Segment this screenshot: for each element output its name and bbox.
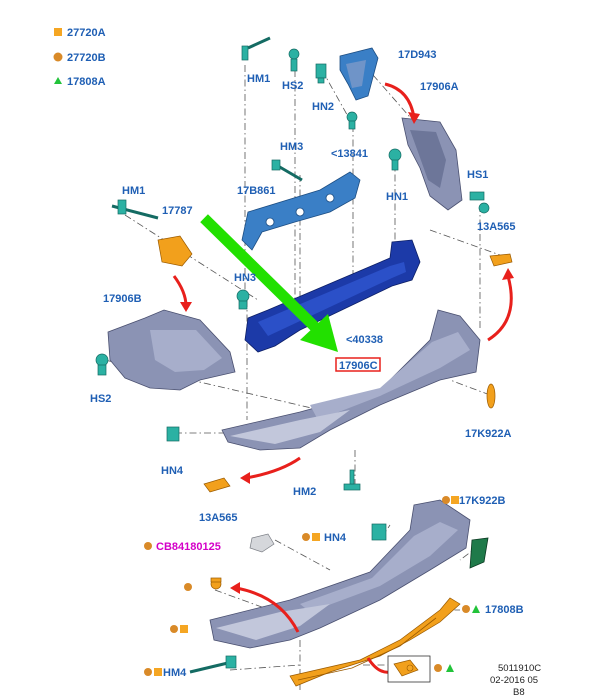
part-13a565-right-icon [489, 253, 513, 267]
label-13841: <13841 [331, 148, 368, 160]
marker-circle-icon [462, 605, 470, 613]
legend-triangle-icon [54, 77, 62, 84]
hm1-left-bolt-icon [111, 199, 159, 220]
label-hm1-top: HM1 [247, 73, 270, 85]
legend-circle-icon [53, 52, 63, 62]
legend: 27720A 27720B 17808A [53, 27, 106, 88]
hn4-lower-clip-icon [371, 523, 387, 541]
marker-circle-icon [184, 583, 192, 591]
hm3-bolt-icon [271, 159, 303, 182]
marker-circle-icon [442, 496, 450, 504]
label-hs1: HS1 [467, 169, 488, 181]
red-arrows-upper [172, 82, 514, 484]
green-pointer-arrow-icon [200, 214, 338, 352]
label-hn2: HN2 [312, 101, 334, 113]
label-hn4-lower: HN4 [324, 532, 347, 544]
lower-orange-clip-icon [210, 577, 222, 590]
marker-square-icon [180, 625, 188, 633]
part-13a565-left-icon [203, 477, 231, 493]
hm2-bolt-icon [343, 469, 361, 491]
label-17k922a: 17K922A [465, 428, 512, 440]
marker-circle-icon [434, 664, 442, 672]
clip-cb84180125-icon [249, 533, 275, 553]
reflector-17k922b-icon [469, 537, 489, 569]
hn2-clip-icon [315, 63, 327, 84]
marker-square-icon [154, 668, 162, 676]
marker-square-icon [451, 496, 459, 504]
label-17d943: 17D943 [398, 49, 437, 61]
footer-line2: 02-2016 05 [490, 675, 538, 686]
label-17906c: 17906C [339, 360, 378, 372]
label-hs2-top: HS2 [282, 80, 303, 92]
marker-circle-icon [144, 542, 152, 550]
label-17b861: 17B861 [237, 185, 276, 197]
label-hm3: HM3 [280, 141, 303, 153]
label-cb84180125: CB84180125 [156, 541, 221, 553]
legend-square-icon [54, 28, 62, 36]
label-17906b: 17906B [103, 293, 142, 305]
fascia-corner-17906a-icon [401, 117, 463, 211]
detail-box [387, 655, 431, 683]
label-hm4: HM4 [163, 667, 187, 679]
footer-code: 5011910C 02-2016 05 B8 [490, 663, 541, 698]
arrow-13a565-left-icon [245, 456, 301, 480]
label-40338: <40338 [346, 334, 383, 346]
hn4-mid-clip-icon [166, 426, 180, 442]
fascia-corner-17906b-icon [107, 309, 236, 391]
footer-line3: B8 [513, 687, 525, 698]
hm4-bolt-icon [189, 655, 237, 674]
label-13a565-right: 13A565 [477, 221, 516, 233]
reflector-17k922a-icon [486, 383, 496, 409]
legend-label-27720a: 27720A [67, 27, 106, 39]
bumper-fascia-17906c-icon [221, 309, 481, 451]
part-labels: HM1 HS2 HN2 17D943 17906A <13841 HM3 HN1… [90, 49, 524, 679]
marker-triangle-icon [446, 664, 454, 672]
bracket-17b861-icon [241, 171, 361, 251]
lower-bumper-fascia-icon [209, 499, 471, 649]
arrow-17906b-icon [172, 275, 188, 307]
label-17808b: 17808B [485, 604, 524, 616]
hs2-left-clip-icon [95, 353, 109, 376]
lower-markers [144, 496, 480, 676]
bracket-17787-icon [157, 235, 193, 267]
hn1-clip-icon [388, 148, 402, 171]
label-13a565-left: 13A565 [199, 512, 238, 524]
highlight-box-17906c [335, 357, 381, 372]
marker-triangle-icon [472, 605, 480, 613]
label-hs2-left: HS2 [90, 393, 111, 405]
bracket-17d943-icon [339, 47, 379, 101]
impact-beam-40338-icon [244, 239, 421, 353]
label-hn1: HN1 [386, 191, 408, 203]
label-17k922b: 17K922B [459, 495, 506, 507]
marker-circle-icon [144, 668, 152, 676]
footer-line1: 5011910C [498, 663, 541, 674]
label-hn3: HN3 [234, 272, 256, 284]
clip-13841-icon [346, 111, 358, 130]
hn3-clip-icon [236, 289, 250, 310]
marker-square-icon [312, 533, 320, 541]
label-17906a: 17906A [420, 81, 459, 93]
arrow-13a565-right-icon [487, 275, 513, 342]
legend-label-17808a: 17808A [67, 76, 106, 88]
label-hm2: HM2 [293, 486, 316, 498]
label-17787: 17787 [162, 205, 193, 217]
skid-plate-17808b-icon [289, 597, 461, 687]
marker-circle-icon [170, 625, 178, 633]
legend-label-27720b: 27720B [67, 52, 106, 64]
hs2-top-clip-icon [288, 48, 300, 72]
label-hn4-mid: HN4 [161, 465, 184, 477]
label-hm1-left: HM1 [122, 185, 145, 197]
marker-circle-icon [302, 533, 310, 541]
hs1-bolt-icon [469, 191, 490, 214]
hm1-top-bolt-icon [241, 36, 271, 61]
